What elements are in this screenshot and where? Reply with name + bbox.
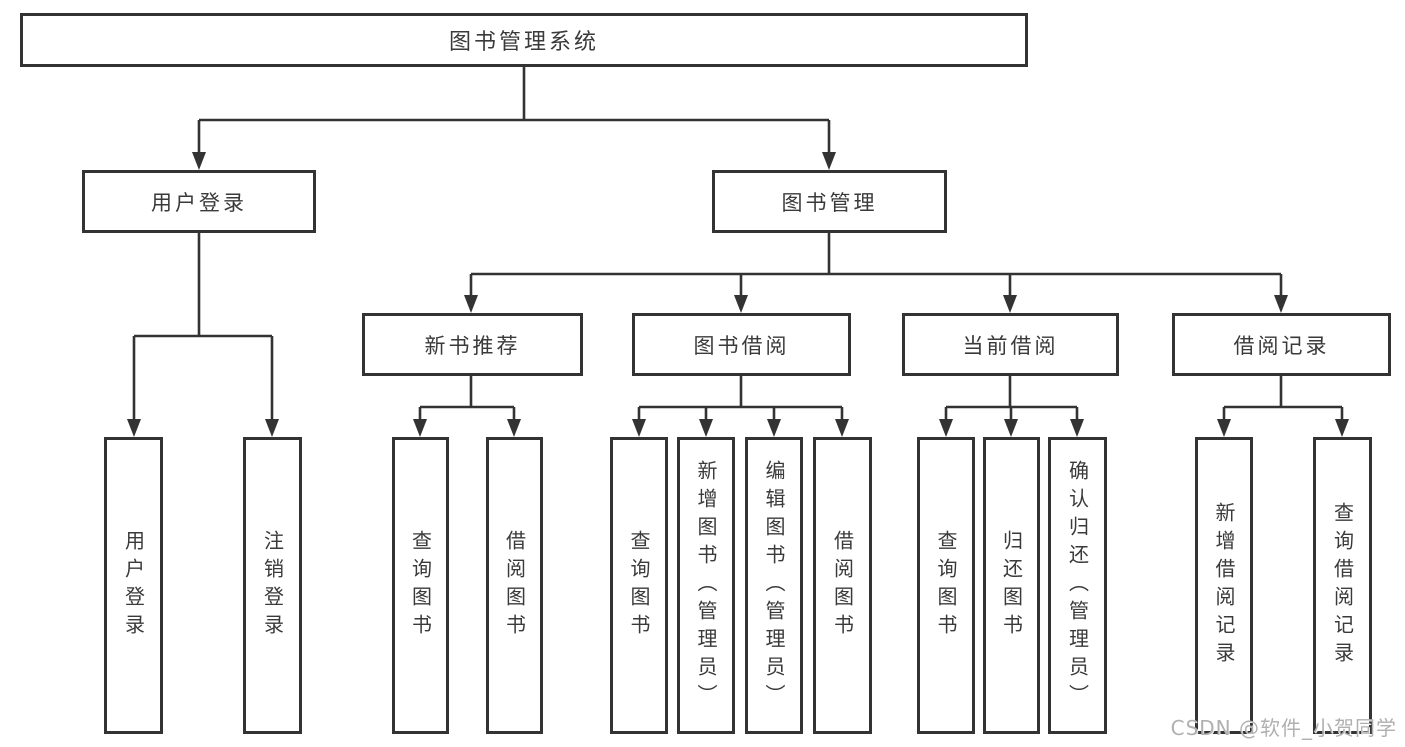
node-book-borrowing: 图书借阅 xyxy=(632,313,851,376)
node-user-login: 用户登录 xyxy=(82,170,316,233)
csdn-watermark: CSDN @软件_小贺同学 xyxy=(1170,716,1397,740)
leaf-query-borrow-record: 查询借阅记录 xyxy=(1313,437,1372,734)
node-new-book-recommend: 新书推荐 xyxy=(362,313,583,376)
connector-new-book-to-leaves xyxy=(418,376,516,423)
leaf-add-book-admin: 新增图书（管理员） xyxy=(677,437,735,734)
connector-root-to-level2 xyxy=(197,67,831,156)
leaf-user-login: 用户登录 xyxy=(104,437,163,734)
leaf-edit-book-admin: 编辑图书（管理员） xyxy=(745,437,803,734)
node-library-system: 图书管理系统 xyxy=(20,13,1028,67)
leaf-confirm-return-admin: 确认归还（管理员） xyxy=(1048,437,1107,734)
leaf-borrow-books-recommend: 借阅图书 xyxy=(486,437,543,734)
node-current-borrowing: 当前借阅 xyxy=(902,313,1119,376)
leaf-return-book: 归还图书 xyxy=(983,437,1040,734)
leaf-add-borrow-record: 新增借阅记录 xyxy=(1195,437,1253,734)
leaf-logout: 注销登录 xyxy=(243,437,302,734)
leaf-query-books-current: 查询图书 xyxy=(917,437,975,734)
leaf-borrow-books-borrowing: 借阅图书 xyxy=(813,437,872,734)
node-book-management: 图书管理 xyxy=(712,170,947,233)
connector-user-login-to-leaves xyxy=(132,233,274,423)
leaf-query-books-recommend: 查询图书 xyxy=(392,437,449,734)
leaf-query-books-borrowing: 查询图书 xyxy=(610,437,668,734)
connector-borrow-records-to-leaves xyxy=(1222,376,1344,423)
arrowheads xyxy=(127,152,1349,437)
node-borrow-records: 借阅记录 xyxy=(1172,313,1391,376)
connector-current-borrow-to-leaves xyxy=(944,376,1079,423)
connector-book-borrow-to-leaves xyxy=(637,376,844,423)
connector-book-mgmt-to-level3 xyxy=(469,233,1283,299)
